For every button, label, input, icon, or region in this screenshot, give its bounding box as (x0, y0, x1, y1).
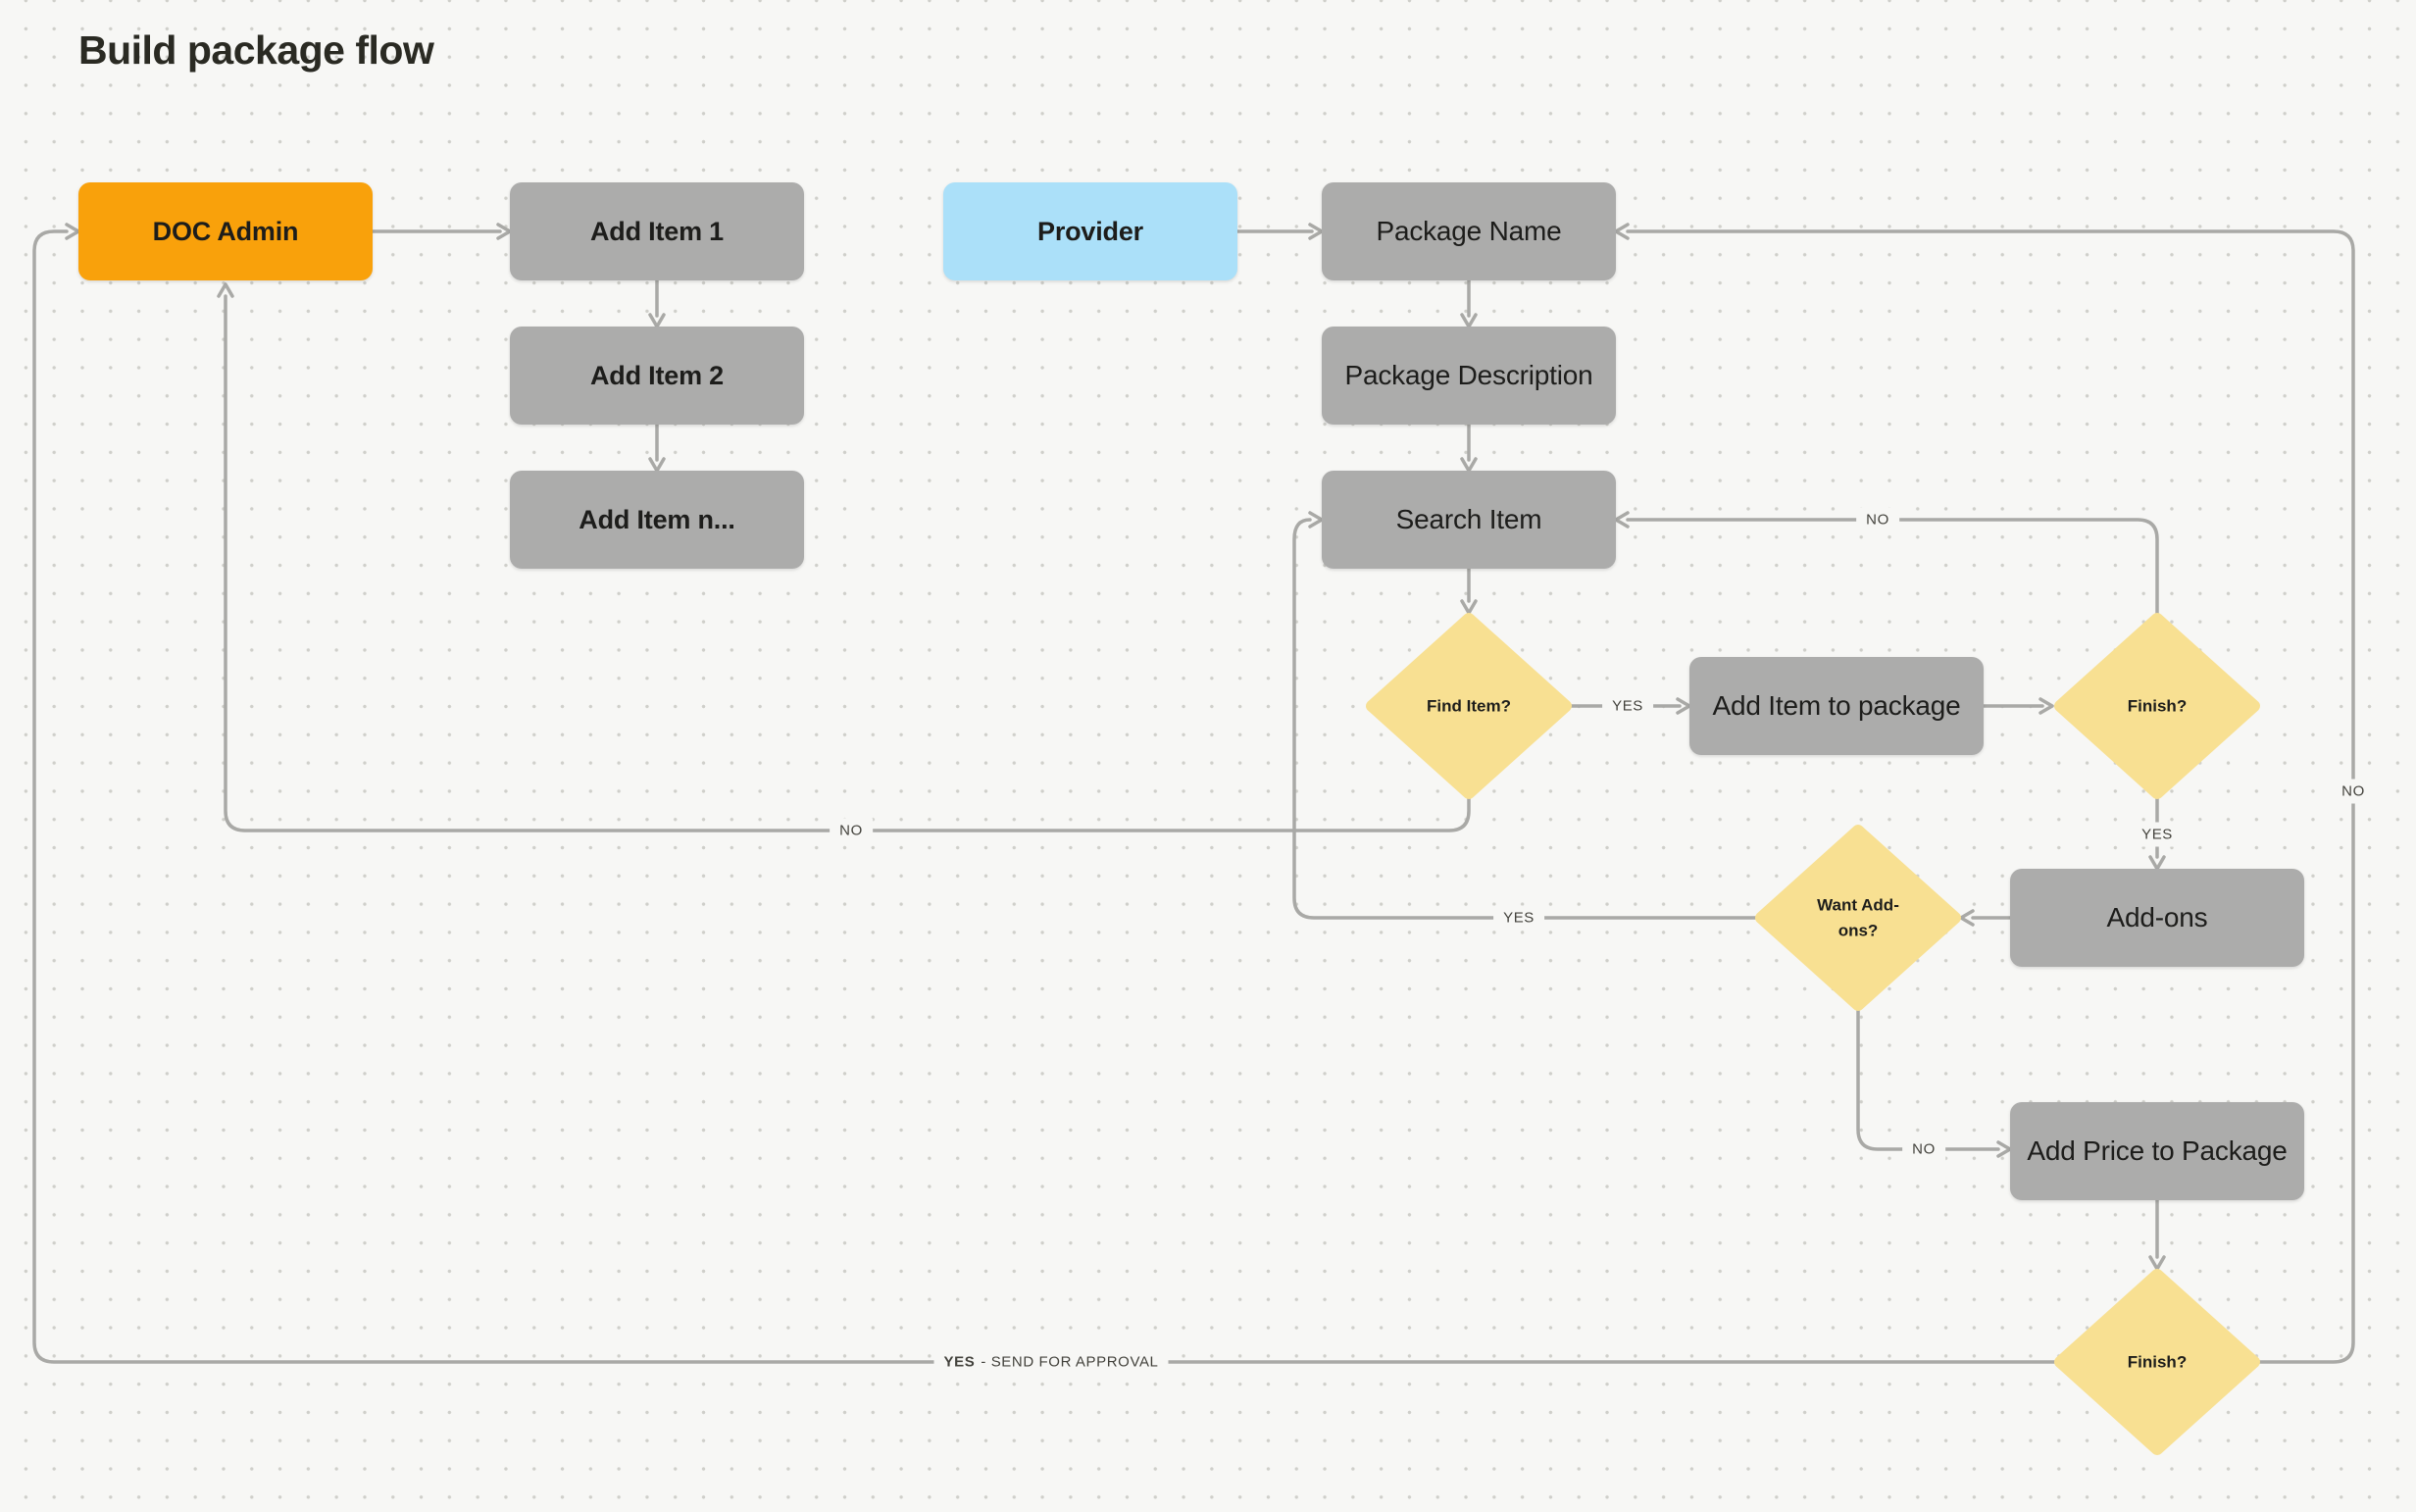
edge-add-price-to-finish-bottom[interactable] (2148, 1198, 2166, 1271)
node-add-item-to-package[interactable]: Add Item to package (1689, 657, 1984, 755)
node-add-item-1[interactable]: Add Item 1 (510, 182, 804, 280)
edge-label-finish-top-yes[interactable]: YES (2132, 822, 2183, 847)
edge-add-item-to-package-to-finish-top[interactable] (1982, 697, 2054, 715)
node-add-price-to-package[interactable]: Add Price to Package (2010, 1102, 2304, 1200)
node-add-item-n[interactable]: Add Item n... (510, 471, 804, 569)
node-package-name[interactable]: Package Name (1322, 182, 1616, 280)
node-add-item-1-label: Add Item 1 (589, 216, 725, 246)
edge-add-ons-to-want-add-ons[interactable] (1959, 909, 2012, 927)
node-provider[interactable]: Provider (943, 182, 1237, 280)
node-provider-label: Provider (1037, 216, 1143, 246)
node-doc-admin[interactable]: DOC Admin (78, 182, 373, 280)
edge-provider-to-package-name[interactable] (1235, 223, 1324, 240)
node-search-item[interactable]: Search Item (1322, 471, 1616, 569)
edge-add-item-1-to-add-item-2[interactable] (648, 278, 666, 328)
edge-package-name-to-package-description[interactable] (1460, 278, 1478, 328)
edge-label-finish-bottom-yes-rest: - SEND FOR APPROVAL (981, 1353, 1159, 1371)
node-add-price-to-package-label: Add Price to Package (2027, 1135, 2288, 1166)
edge-finish-top-no-to-search-item[interactable] (1614, 511, 2159, 615)
edge-doc-admin-to-add-item-1[interactable] (371, 223, 512, 240)
page-title[interactable]: Build package flow (78, 27, 434, 73)
node-find-item-label[interactable]: Find Item? (1427, 696, 1511, 716)
node-search-item-label: Search Item (1395, 504, 1542, 534)
edge-label-find-item-yes[interactable]: YES (1602, 693, 1653, 719)
node-add-item-to-package-label: Add Item to package (1712, 690, 1961, 721)
node-package-description-label: Package Description (1344, 360, 1593, 390)
edge-label-want-add-ons-yes[interactable]: YES (1493, 905, 1544, 931)
edge-finish-bottom-yes-to-doc-admin[interactable] (32, 223, 2057, 1364)
edge-label-finish-bottom-yes[interactable]: YES - SEND FOR APPROVAL (933, 1349, 1169, 1375)
edge-find-item-no-to-doc-admin[interactable] (217, 282, 1471, 832)
edge-label-finish-bottom-yes-word: YES (943, 1353, 976, 1371)
edge-label-find-item-no[interactable]: NO (830, 818, 873, 843)
edge-label-want-add-ons-no[interactable]: NO (1902, 1136, 1945, 1162)
node-add-ons-label: Add-ons (2106, 902, 2208, 932)
node-find-item-diamond[interactable] (1366, 613, 1572, 799)
edge-search-item-to-find-item[interactable] (1460, 567, 1478, 615)
node-add-item-n-label: Add Item n... (579, 504, 735, 534)
node-package-description[interactable]: Package Description (1322, 327, 1616, 425)
node-finish-bottom-label[interactable]: Finish? (2127, 1352, 2188, 1372)
node-add-ons[interactable]: Add-ons (2010, 869, 2304, 967)
edge-label-finish-bottom-no[interactable]: NO (2332, 779, 2375, 804)
node-finish-bottom-diamond[interactable] (2054, 1269, 2260, 1455)
node-add-item-2[interactable]: Add Item 2 (510, 327, 804, 425)
edge-package-description-to-search-item[interactable] (1460, 423, 1478, 473)
edge-add-item-2-to-add-item-n[interactable] (648, 423, 666, 473)
edge-want-add-ons-no-to-add-price[interactable] (1856, 1009, 2012, 1158)
node-want-add-ons-diamond[interactable] (1755, 825, 1961, 1011)
node-finish-top-diamond[interactable] (2054, 613, 2260, 799)
node-want-add-ons-label[interactable]: Want Add-ons? (1817, 895, 1899, 940)
node-package-name-label: Package Name (1376, 216, 1562, 246)
node-finish-top-label[interactable]: Finish? (2127, 696, 2188, 716)
node-add-item-2-label: Add Item 2 (589, 360, 725, 390)
node-doc-admin-label: DOC Admin (152, 216, 299, 246)
edge-label-finish-top-no[interactable]: NO (1856, 507, 1899, 532)
